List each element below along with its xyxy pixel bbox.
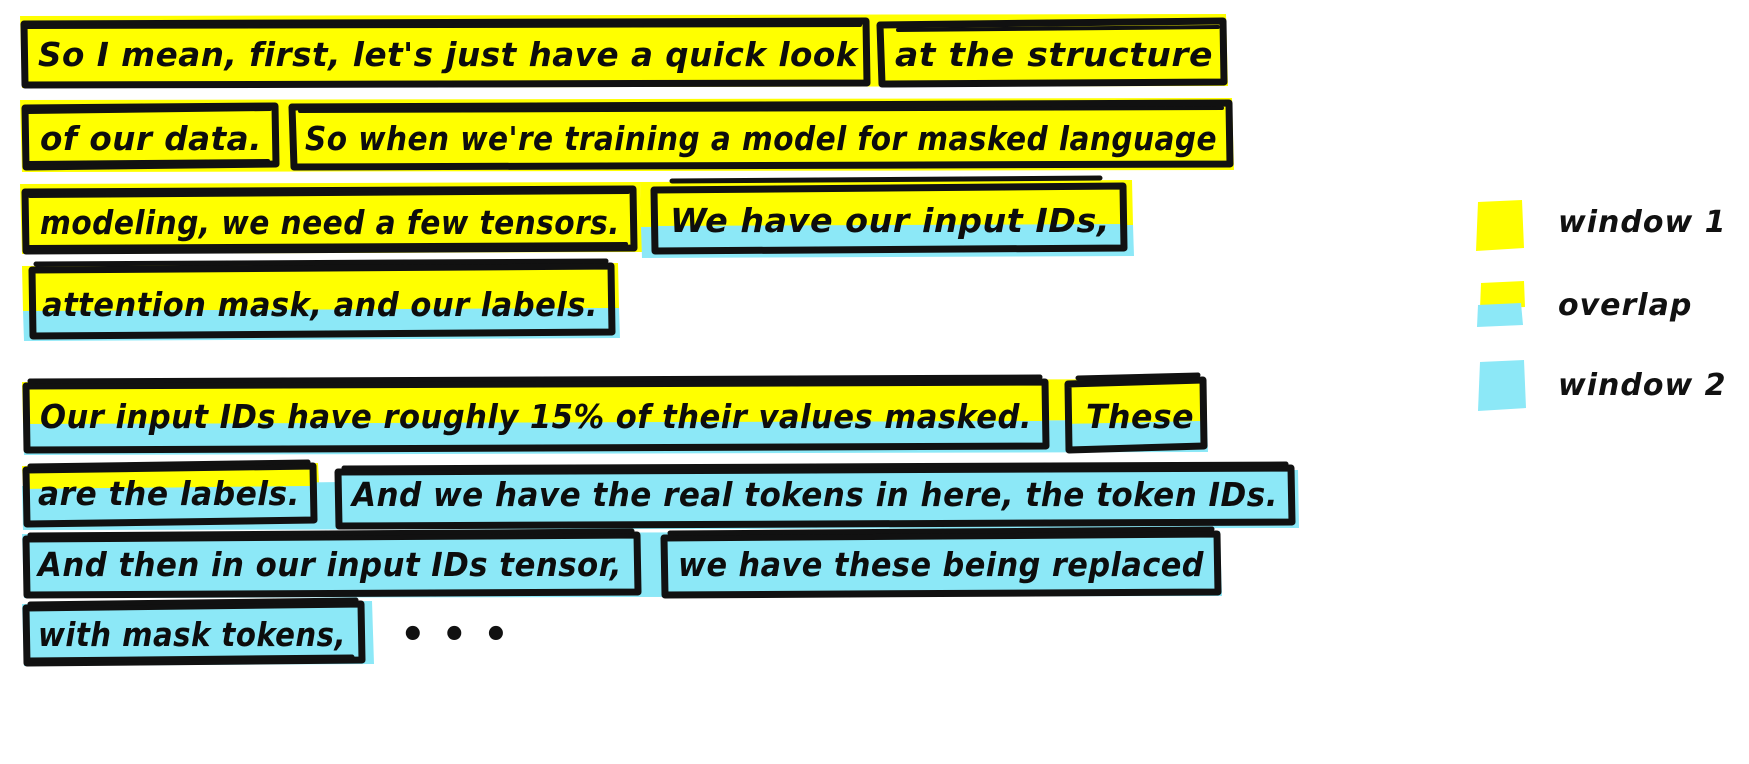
legend-swatch-window1-icon	[1476, 200, 1524, 251]
chunk-box-p2-c3	[334, 461, 1296, 530]
legend-item-window-1: window 1	[1476, 200, 1726, 251]
legend-label-window-1: window 1	[1558, 205, 1726, 240]
chunk-box-p1-c6	[28, 258, 616, 340]
paragraph-2: Our input IDs have roughly 15% of their …	[22, 372, 1299, 667]
legend-swatch-overlap-top-icon	[1480, 281, 1525, 309]
chunk-box-p1-c5	[650, 175, 1128, 255]
chunk-text-p1-c6: attention mask, and our labels.	[42, 285, 598, 324]
legend-swatch-overlap-bottom-icon	[1477, 303, 1523, 327]
chunk-box-p1-c2	[21, 102, 280, 171]
chunk-text-p2-c5: we have these being replaced	[678, 545, 1204, 584]
chunk-box-p1-c4	[21, 185, 638, 255]
chunk-box-p1-c3	[288, 99, 1234, 171]
chunk-text-p1-c5: We have our input IDs,	[670, 201, 1110, 240]
chunk-box-p2-c1	[1064, 372, 1208, 454]
chunk-text-p1-c4: modeling, we need a few tensors.	[40, 203, 620, 242]
legend: window 1 overlap window 2	[1476, 200, 1726, 411]
chunk-box-p1-c0	[20, 17, 871, 89]
chunk-text-p1-c1: at the structure	[895, 35, 1213, 74]
paragraph-1: So I mean, first, let's just have a quic…	[20, 14, 1234, 341]
chunk-box-p2-c6	[22, 597, 366, 667]
legend-item-overlap: overlap	[1477, 281, 1692, 327]
chunk-box-p1-c1	[876, 17, 1228, 88]
chunk-text-p2-c6: with mask tokens,	[38, 615, 346, 654]
ellipsis-marker: • • •	[400, 612, 513, 658]
legend-label-overlap: overlap	[1558, 288, 1692, 323]
chunk-text-p2-c0: Our input IDs have roughly 15% of their …	[40, 397, 1032, 436]
legend-item-window-2: window 2	[1478, 360, 1726, 411]
legend-label-window-2: window 2	[1558, 368, 1726, 403]
chunk-text-p2-c1: These	[1086, 397, 1194, 436]
chunk-box-p2-c0	[22, 374, 1050, 454]
chunk-box-p2-c2	[22, 459, 318, 528]
chunk-box-p2-c4	[22, 528, 642, 599]
chunk-text-p1-c2: of our data.	[40, 119, 262, 158]
chunk-text-p2-c3: And we have the real tokens in here, the…	[349, 475, 1278, 514]
chunk-box-p2-c5	[660, 526, 1222, 599]
legend-swatch-window2-icon	[1478, 360, 1526, 411]
chunk-text-p2-c2: are the labels.	[38, 474, 300, 513]
chunk-text-p2-c4: And then in our input IDs tensor,	[35, 545, 622, 584]
chunk-text-p1-c3: So when we're training a model for maske…	[305, 119, 1217, 158]
chunk-text-p1-c0: So I mean, first, let's just have a quic…	[38, 35, 860, 74]
